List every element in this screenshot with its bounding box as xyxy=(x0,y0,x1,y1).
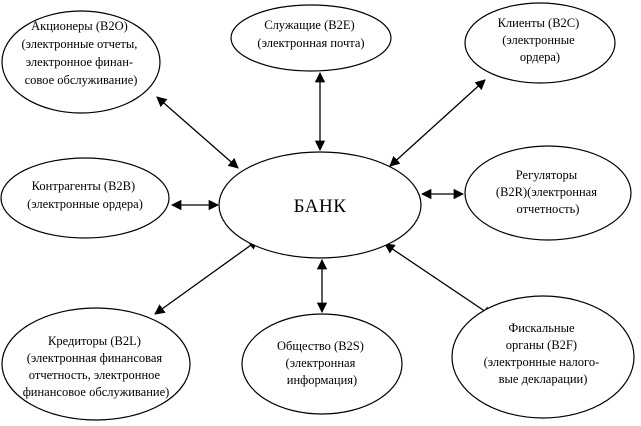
node-society: Общество (B2S) (электронная информация) xyxy=(241,313,403,415)
node-label-line: (электронные ордера) xyxy=(27,197,143,211)
node-label-line: совое обслуживание) xyxy=(25,73,138,87)
node-regulators: Регуляторы (B2R)(электронная отчетность) xyxy=(464,145,632,241)
node-label-line: вые декларации) xyxy=(499,372,588,386)
node-label-line: электронное финан- xyxy=(26,55,133,69)
node-label-line: (электронная финансовая xyxy=(27,351,163,365)
node-label: Контрагенты (B2B) (электронные ордера) xyxy=(27,179,143,211)
arrow-clients xyxy=(389,79,486,167)
node-label-line: ордера) xyxy=(520,50,560,64)
node-label-line: Регуляторы xyxy=(516,168,578,182)
node-ellipse xyxy=(1,307,191,421)
node-label: Клиенты (B2C) (электронные ордера) xyxy=(498,16,583,64)
node-label-line: (электронные налого- xyxy=(484,355,600,369)
node-ellipse xyxy=(464,145,632,241)
node-label: Кредиторы (B2L) (электронная финансовая … xyxy=(23,334,170,399)
node-ellipse xyxy=(1,10,161,114)
node-label-line: (электронные отчеты, xyxy=(21,37,137,51)
node-label: Фискальные органы (B2F) (электронные нал… xyxy=(484,321,603,386)
node-label-line: Клиенты (B2C) xyxy=(498,16,580,30)
arrow-fiscal xyxy=(384,243,493,317)
node-label-line: отчетность, электронное xyxy=(29,368,161,382)
node-clients: Клиенты (B2C) (электронные ордера) xyxy=(464,2,616,84)
node-label: Служащие (B2E) (электронная почта) xyxy=(257,18,364,50)
node-label: Регуляторы (B2R)(электронная отчетность) xyxy=(496,168,600,216)
node-counterparties: Контрагенты (B2B) (электронные ордера) xyxy=(0,157,170,239)
node-label: Общество (B2S) (электронная информация) xyxy=(277,339,367,387)
node-shareholders: Акционеры (B2O) (электронные отчеты, эле… xyxy=(1,10,161,114)
arrow-shareholders xyxy=(156,96,239,169)
node-label-line: Кредиторы (B2L) xyxy=(48,334,141,348)
node-ellipse xyxy=(230,4,392,72)
node-ellipse xyxy=(0,157,170,239)
node-label-line: (электронная почта) xyxy=(257,36,364,50)
node-employees: Служащие (B2E) (электронная почта) xyxy=(230,4,392,72)
center-ellipse xyxy=(218,151,422,259)
center-label: БАНК xyxy=(294,196,347,217)
edges-layer xyxy=(154,71,493,317)
node-label-line: Акционеры (B2O) xyxy=(31,19,128,33)
node-ellipse xyxy=(464,2,616,84)
node-label: Акционеры (B2O) (электронные отчеты, эле… xyxy=(21,19,140,87)
node-label-line: информация) xyxy=(287,373,357,387)
node-ellipse xyxy=(241,313,403,415)
node-creditors: Кредиторы (B2L) (электронная финансовая … xyxy=(1,307,191,421)
node-label-line: Контрагенты (B2B) xyxy=(32,179,136,193)
node-label-line: финансовое обслуживание) xyxy=(23,385,170,399)
arrow-creditors xyxy=(154,239,259,315)
node-label-line: Общество (B2S) xyxy=(277,339,364,353)
node-label-line: отчетность) xyxy=(517,202,580,216)
node-label-line: (электронные xyxy=(502,33,575,47)
node-label-line: Служащие (B2E) xyxy=(264,18,354,32)
node-label-line: (электронная xyxy=(286,356,356,370)
node-label-line: (B2R)(электронная xyxy=(496,185,597,199)
node-label-line: Фискальные xyxy=(508,321,575,335)
center-node-bank: БАНК xyxy=(218,151,422,259)
node-label-line: органы (B2F) xyxy=(506,338,577,352)
node-ellipse xyxy=(451,295,635,419)
node-fiscal: Фискальные органы (B2F) (электронные нал… xyxy=(451,295,635,419)
